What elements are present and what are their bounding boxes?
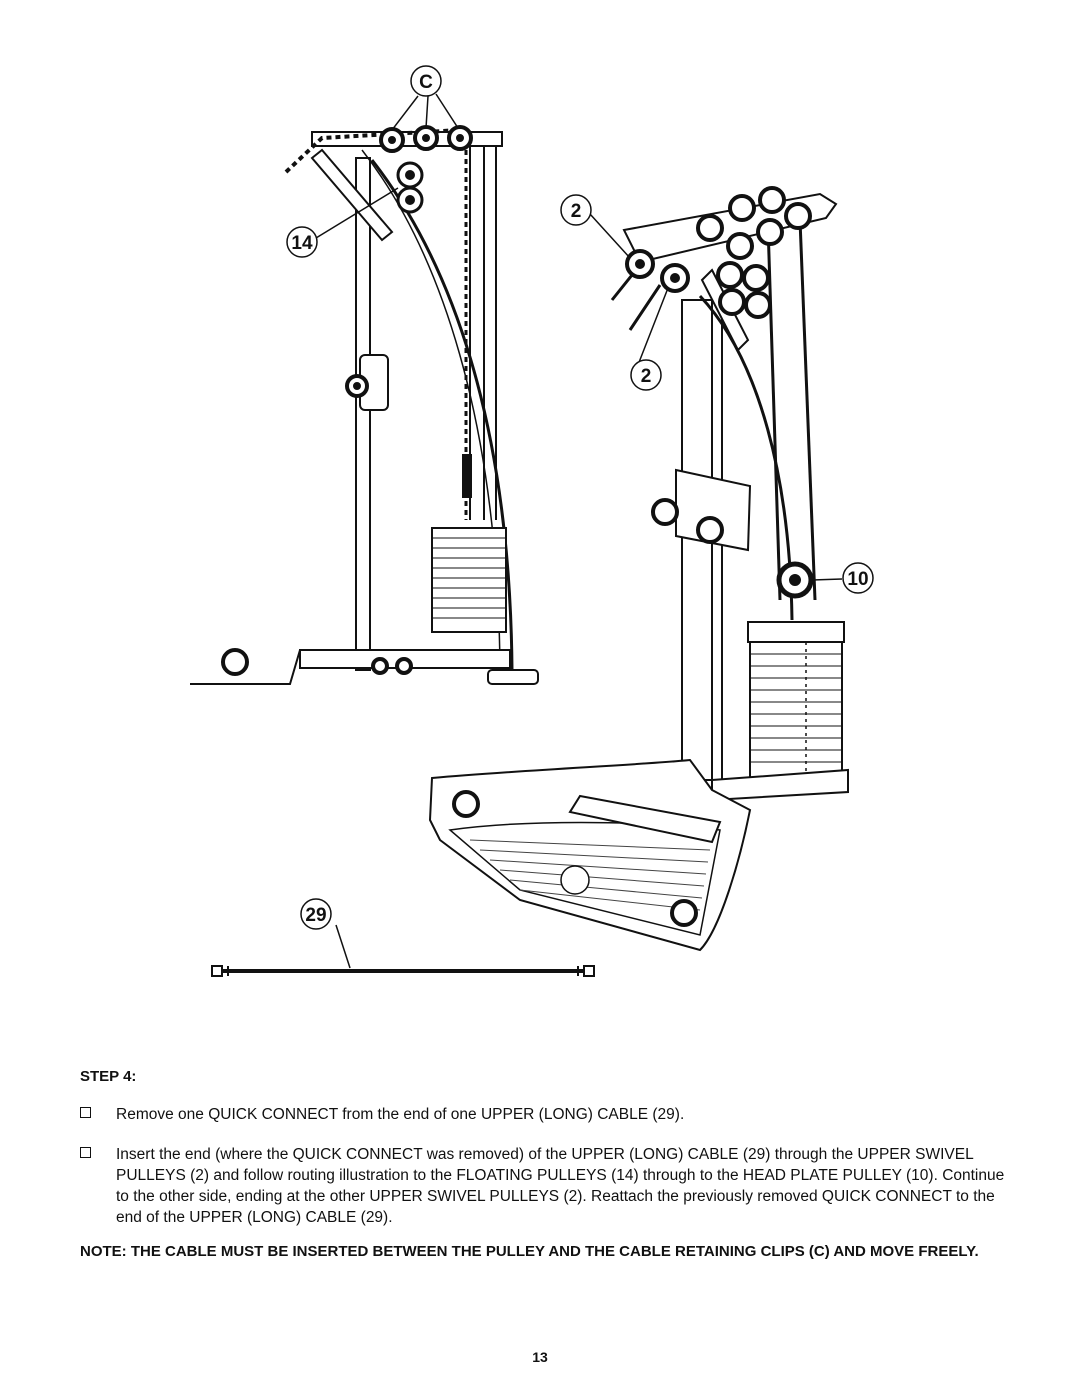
checkbox-square-icon	[80, 1147, 91, 1158]
callout-29: 29	[305, 905, 326, 926]
callout-2-mid-circle	[630, 359, 662, 391]
callout-2-top: 2	[571, 201, 582, 222]
callout-10: 10	[847, 569, 868, 590]
instruction-text-2: Insert the end (where the QUICK CONNECT …	[116, 1146, 1005, 1226]
instruction-text-1: Remove one QUICK CONNECT from the end of…	[116, 1106, 685, 1123]
page-number: 13	[532, 1349, 548, 1365]
left-machine-side-view	[190, 125, 539, 685]
instruction-bullet-1: Remove one QUICK CONNECT from the end of…	[80, 1104, 1005, 1125]
upper-long-cable-29	[211, 965, 595, 977]
callout-14: 14	[291, 233, 313, 254]
callout-14-circle	[286, 226, 318, 258]
right-machine-perspective-view	[428, 186, 849, 952]
callout-29-circle	[300, 898, 332, 930]
callout-leaders	[315, 93, 843, 969]
callout-c: C	[419, 72, 433, 93]
instruction-bullet-2: Insert the end (where the QUICK CONNECT …	[80, 1144, 1005, 1228]
callout-2-mid: 2	[641, 366, 652, 387]
step-title: STEP 4:	[80, 1068, 137, 1085]
assembly-illustration: C 14 2 2 10 29	[190, 65, 874, 977]
callout-2-top-circle	[560, 194, 592, 226]
callout-10-circle	[842, 562, 874, 594]
checkbox-square-icon	[80, 1107, 91, 1118]
note-warning: NOTE: THE CABLE MUST BE INSERTED BETWEEN…	[80, 1243, 979, 1260]
callout-c-circle	[410, 65, 442, 97]
